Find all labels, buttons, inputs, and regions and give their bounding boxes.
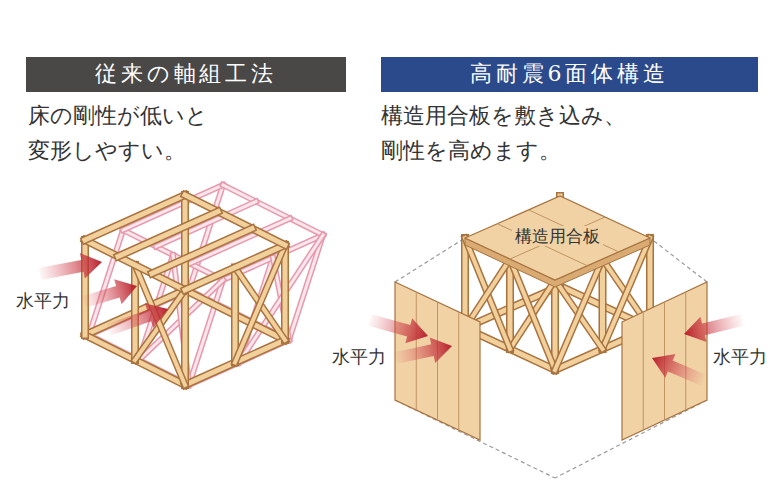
force-arrow: [82, 279, 137, 307]
header-text: 高耐震6面体構造: [470, 61, 670, 87]
header-text: 従来の軸組工法: [95, 61, 278, 87]
force-label-box: 水平力: [713, 346, 767, 368]
description-text-box: 床の剛性が低いと 変形しやすい。: [28, 98, 348, 168]
timber-beam: [233, 268, 238, 363]
guide-line: [395, 238, 465, 282]
header-band: 高耐震6面体構造: [381, 57, 758, 92]
header-band: 従来の軸組工法: [26, 57, 346, 92]
timber-beam: [283, 245, 288, 340]
timber-beam: [600, 259, 605, 349]
force-arrow: [395, 337, 452, 363]
timber-beam: [181, 195, 189, 290]
plywood-panel: [395, 282, 480, 440]
plywood-seam: [437, 302, 438, 420]
plywood-seam: [685, 292, 686, 410]
force-label: 水平力: [16, 290, 70, 312]
floor-beam: [118, 212, 218, 257]
force-arrow: [368, 314, 428, 343]
description-text: 床の剛性が低いと 変形しやすい。: [28, 98, 348, 168]
force-arrow: [106, 303, 168, 335]
force-label: 水平力: [332, 346, 386, 368]
plywood-panel: [622, 282, 707, 440]
force-arrow: [684, 314, 743, 342]
plywood-seam: [458, 312, 459, 430]
force-arrow: [652, 354, 705, 386]
guide-line: [650, 238, 707, 282]
force-arrows: [368, 314, 743, 385]
force-label-box: 水平力: [332, 346, 386, 368]
part-label: 構造用合板: [512, 226, 603, 246]
description-text-box: 構造用合板を敷き込み、 剛性を高めます。: [381, 98, 761, 168]
timber-beam: [183, 290, 188, 385]
part-label-box: 構造用合板: [512, 226, 603, 246]
plywood-seam: [643, 312, 644, 430]
timber-beam: [133, 265, 138, 360]
force-arrow: [39, 253, 102, 280]
six-face-structure: [395, 196, 707, 478]
timber-beam: [183, 195, 188, 290]
timber-beam: [83, 240, 88, 335]
floor-beam: [118, 212, 218, 257]
description-text: 構造用合板を敷き込み、 剛性を高めます。: [381, 98, 761, 168]
plywood-floor: [465, 196, 650, 280]
force-label-box: 水平力: [16, 290, 70, 312]
force-label: 水平力: [713, 346, 767, 368]
